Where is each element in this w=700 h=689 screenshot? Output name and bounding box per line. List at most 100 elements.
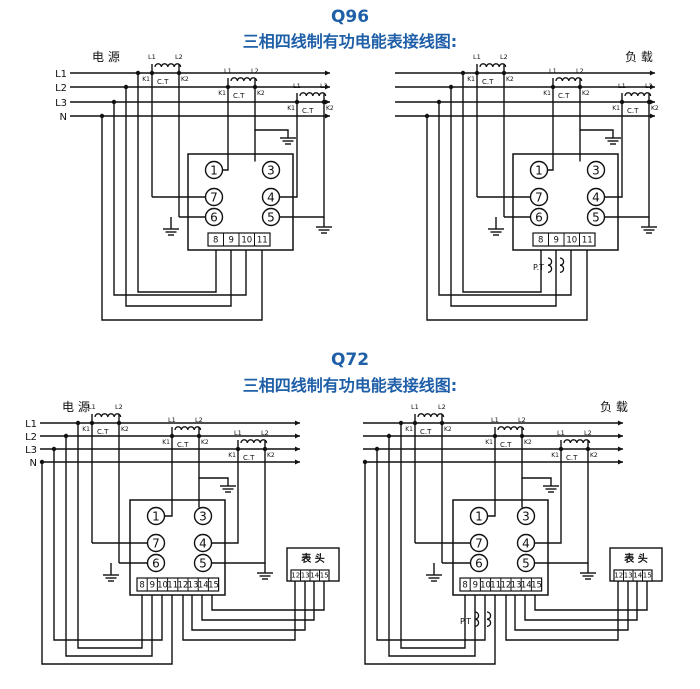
line-L3-label: L3: [25, 445, 37, 456]
terminal-strip-cell: 10: [566, 236, 577, 246]
ct-coil: [230, 77, 258, 82]
pt-coil: [559, 257, 565, 274]
meter-head-wire: [514, 581, 629, 631]
ct-k2-label: K2: [181, 76, 189, 83]
terminal-strip-cell: 12: [500, 581, 511, 591]
ct-k1-label: K1: [405, 426, 413, 433]
line-L3-label: L3: [55, 98, 67, 109]
terminal-1-label: 1: [535, 164, 543, 178]
junction-dot: [398, 420, 404, 426]
terminal-5-label: 5: [199, 557, 207, 571]
junction-dot: [39, 459, 45, 465]
wire: [364, 462, 496, 665]
terminal-6-label: 6: [535, 211, 543, 225]
terminal-strip-cell: 12: [177, 581, 188, 591]
ct-l2-label: L2: [261, 429, 269, 437]
ct-l2-label: L2: [115, 403, 123, 411]
terminal-strip-cell: 11: [257, 236, 268, 246]
wire: [222, 87, 229, 171]
junction-dot: [424, 113, 430, 119]
ct-k2-label: K2: [506, 76, 514, 83]
bus-arrow: [650, 84, 655, 90]
meter-head-wire: [191, 581, 306, 631]
ct-k1-label: K1: [287, 105, 295, 112]
junction-dot: [123, 84, 129, 90]
wire: [101, 116, 263, 321]
terminal-strip-cell: 15: [208, 581, 219, 591]
wire: [65, 436, 153, 657]
bus-arrow: [618, 459, 623, 465]
bus-arrow: [650, 99, 655, 105]
ct-k1-label: K1: [82, 426, 90, 433]
wire: [254, 87, 289, 138]
meter-head-strip-cell: 13: [301, 572, 310, 580]
junction-dot: [386, 433, 392, 439]
junction-dot: [135, 70, 141, 76]
meter-head-strip-cell: 14: [310, 572, 319, 580]
ct-k2-label: K2: [201, 439, 209, 446]
wire: [279, 102, 298, 198]
terminal-strip-cell: 10: [241, 236, 252, 246]
ct-k2-label: K2: [582, 90, 590, 97]
ct-l1-label: L1: [491, 416, 499, 424]
ct-label: C.T: [177, 441, 189, 449]
terminal-6-label: 6: [210, 211, 218, 225]
source-label: 电 源: [62, 400, 90, 414]
terminal-strip-cell: 8: [462, 581, 467, 591]
ct-l1-label: L1: [224, 67, 232, 75]
ct-k1-label: K1: [551, 452, 559, 459]
meter-head-strip-cell: 15: [320, 572, 329, 580]
bus-arrow: [618, 446, 623, 452]
terminal-7-label: 7: [210, 191, 218, 205]
ct-coil: [497, 426, 525, 431]
wire: [77, 423, 143, 649]
ct-l2-label: L2: [645, 82, 653, 90]
terminal-3-label: 3: [267, 164, 275, 178]
meter-head-label: 表 头: [300, 552, 324, 565]
meter-head-strip-cell: 15: [643, 572, 652, 580]
ct-l1-label: L1: [549, 67, 557, 75]
terminal-strip-cell: 9: [150, 581, 155, 591]
junction-dot: [63, 433, 69, 439]
bus-arrow: [325, 113, 330, 119]
ct-l2-label: L2: [195, 416, 203, 424]
ct-label: C.T: [302, 107, 314, 115]
wire: [547, 87, 554, 171]
line-L1-label: L1: [25, 419, 37, 430]
terminal-3: [193, 506, 213, 526]
terminal-3-label: 3: [199, 510, 207, 524]
wire: [41, 462, 173, 665]
junction-dot: [460, 70, 466, 76]
ct-coil: [174, 426, 202, 431]
ct-l1-label: L1: [148, 53, 156, 61]
ct-k1-label: K1: [162, 439, 170, 446]
wire: [198, 436, 229, 486]
meter-head-wire: [211, 581, 325, 611]
ct-k2-label: K2: [326, 105, 334, 112]
junction-dot: [374, 446, 380, 452]
wire: [125, 87, 232, 307]
terminal-strip-cell: 10: [480, 581, 491, 591]
terminal-strip-cell: 11: [167, 581, 178, 591]
wire: [604, 102, 623, 198]
terminal-6-label: 6: [475, 557, 483, 571]
terminal-strip-cell: 9: [229, 236, 234, 246]
pt-coil: [547, 257, 553, 274]
pt-coil: [474, 611, 480, 628]
line-N-label: N: [30, 458, 37, 469]
junction-dot: [51, 446, 57, 452]
wire: [579, 87, 614, 138]
terminal-strip-cell: 14: [521, 581, 532, 591]
wire: [137, 73, 217, 293]
ct-label: C.T: [500, 441, 512, 449]
ct-k2-label: K2: [121, 426, 129, 433]
source-label: 电 源: [92, 50, 120, 64]
wire: [487, 436, 496, 517]
junction-dot: [362, 459, 368, 465]
terminal-3-label: 3: [522, 510, 530, 524]
meter-head-wire: [534, 581, 648, 611]
junction-dot: [448, 84, 454, 90]
meter-head-wire: [201, 581, 315, 621]
pt-label: P.T: [533, 263, 544, 272]
